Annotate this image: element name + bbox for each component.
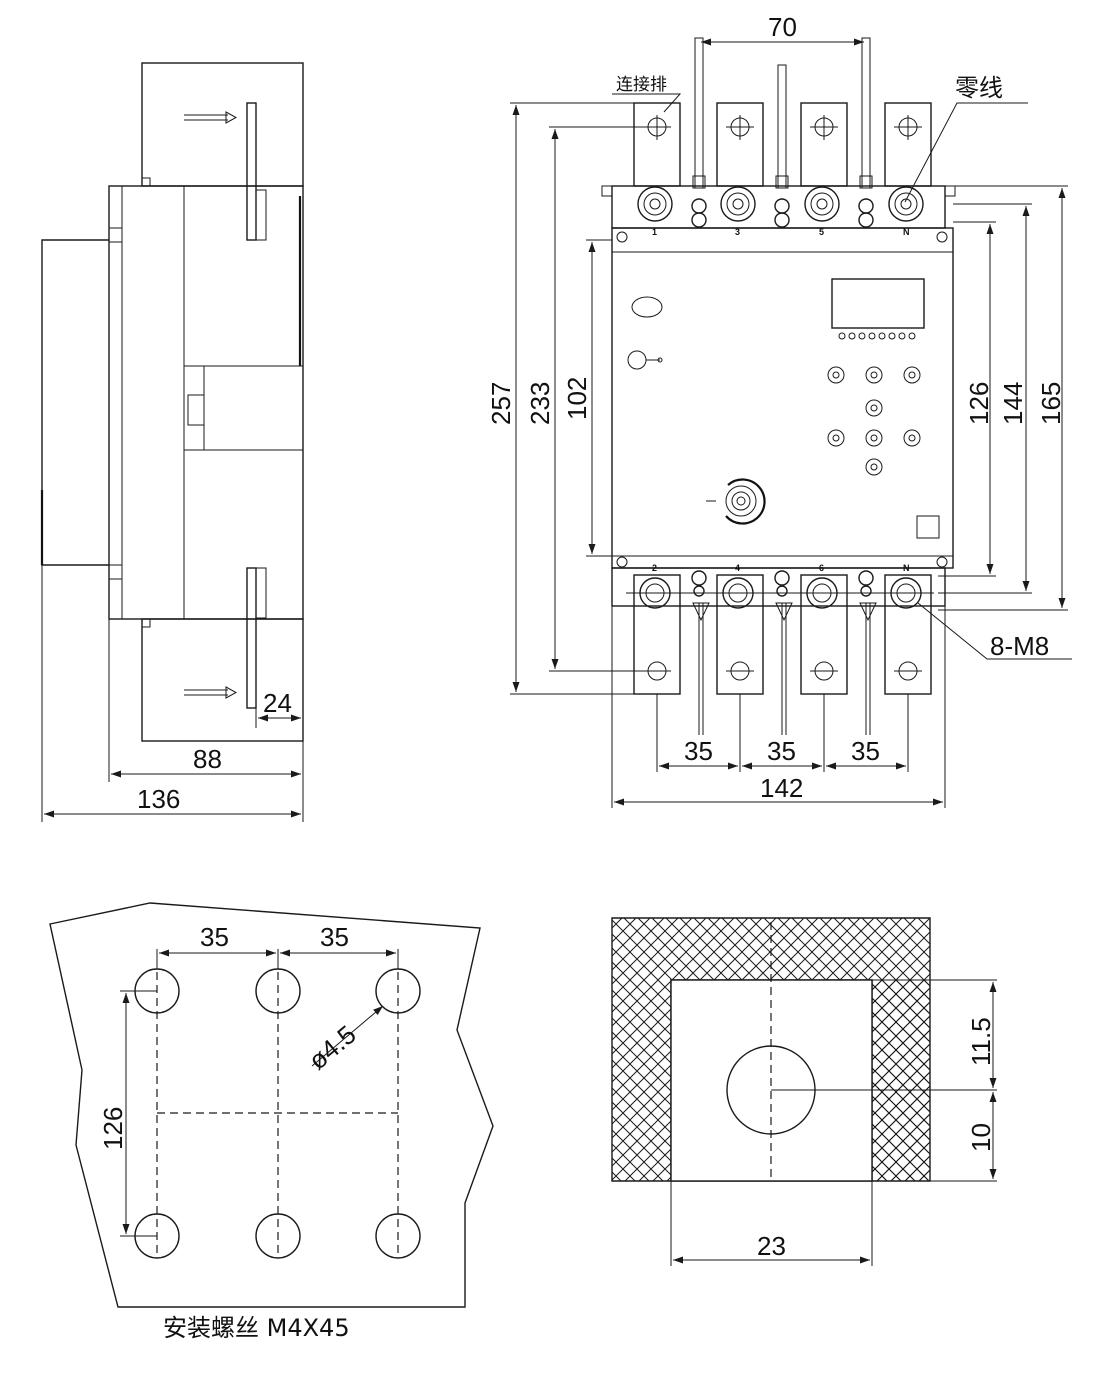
cutout-dim-11-5: 11.5	[966, 1017, 996, 1066]
front-pins	[692, 37, 877, 735]
cutout-view: 11.5 10 23	[611, 917, 997, 1266]
front-dim-70: 70	[768, 12, 797, 42]
label-screw: 8-M8	[990, 631, 1049, 661]
front-dim-126: 126	[964, 382, 994, 425]
side-view: 24 88 136	[40, 62, 304, 822]
terminal-top-3: 3	[735, 227, 740, 237]
front-top-holes	[643, 115, 922, 140]
front-bottom-terminal-block	[611, 567, 946, 607]
mount-centerlines	[156, 972, 399, 1253]
front-dim-142: 142	[760, 773, 803, 803]
front-dim-257: 257	[486, 382, 516, 425]
front-view: 70 连接排 零线 1 3 5 N	[486, 12, 1072, 808]
front-dim-35b: 35	[767, 736, 796, 766]
cutout-dim-23: 23	[757, 1231, 786, 1261]
mount-dim-35a: 35	[200, 922, 229, 952]
side-dim-24: 24	[263, 688, 292, 718]
side-bottom-busbar	[141, 618, 304, 742]
small-square-button	[916, 515, 940, 539]
terminal-top-5: 5	[819, 227, 824, 237]
terminal-bottom-6: 6	[819, 563, 824, 573]
mount-dim-126: 126	[98, 1107, 128, 1150]
front-top-busbars	[633, 102, 932, 187]
front-bottom-small-screws	[691, 570, 874, 597]
rotary-knob	[706, 478, 766, 525]
label-neutral: 零线	[955, 74, 1003, 102]
front-top-small-screws	[691, 198, 874, 228]
front-bottom-terminals	[626, 577, 934, 609]
front-top-terminals	[637, 186, 924, 222]
terminal-bottom-n: N	[903, 563, 910, 573]
led-row	[838, 332, 916, 340]
front-dim-35c: 35	[851, 736, 880, 766]
terminal-top-n: N	[903, 227, 910, 237]
terminal-top-1: 1	[652, 227, 657, 237]
front-dim-102: 102	[562, 377, 592, 420]
side-top-bar	[246, 102, 257, 241]
mount-hole-dia: ø4.5	[303, 1019, 362, 1075]
side-bottom-bar	[246, 567, 257, 709]
terminal-bottom-4: 4	[735, 563, 740, 573]
front-dim-233: 233	[525, 382, 555, 425]
mount-dim-35b: 35	[320, 922, 349, 952]
mount-hole-leader	[311, 1005, 384, 1067]
front-dim-144: 144	[998, 382, 1028, 425]
terminal-bottom-2: 2	[652, 563, 657, 573]
keypad-buttons	[827, 366, 921, 476]
mount-caption: 安装螺丝 M4X45	[163, 1314, 350, 1342]
side-top-busbar	[141, 62, 304, 187]
cutout-right-hatch	[871, 979, 931, 1182]
key-lock	[627, 350, 647, 370]
side-din-back	[41, 239, 109, 566]
front-dim-165: 165	[1036, 382, 1066, 425]
indicator-window	[631, 296, 663, 318]
side-dim-136: 136	[137, 784, 180, 814]
side-top-arrow	[184, 114, 228, 121]
front-dim-35a: 35	[684, 736, 713, 766]
label-busbar: 连接排	[616, 75, 667, 94]
front-face-panel	[611, 251, 954, 557]
mount-view: 35 35 126 ø4.5 安装螺丝 M4X45	[49, 902, 494, 1342]
side-body	[108, 185, 304, 620]
mount-plate-outline	[49, 902, 494, 1308]
cutout-dim-10: 10	[966, 1123, 996, 1152]
lcd-display	[831, 278, 925, 329]
side-dim-88: 88	[193, 744, 222, 774]
